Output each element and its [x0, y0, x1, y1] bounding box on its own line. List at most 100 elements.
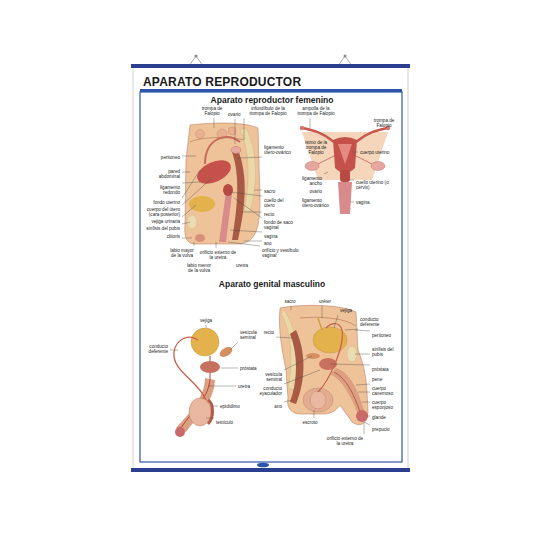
part-label: uretra — [236, 263, 248, 268]
part-label: ovario — [228, 112, 241, 117]
leader-line — [194, 242, 195, 246]
part-label: sacro — [264, 189, 275, 194]
part-label: pared abdominal — [155, 169, 180, 179]
part-label: cuerpo cavernoso — [372, 386, 400, 396]
leader-line — [221, 368, 238, 369]
part-label: próstata — [372, 367, 389, 372]
part-label: conducto deferente — [360, 317, 390, 327]
part-label: vesícula seminal — [257, 372, 282, 382]
part-label: vagina — [356, 200, 370, 205]
leader-line — [355, 354, 370, 355]
part-label: conducto deferente — [138, 344, 168, 354]
leader-line — [284, 400, 292, 402]
part-label: ovario — [309, 189, 322, 194]
part-label: cuerpo esponjoso — [372, 400, 400, 410]
leader-line — [352, 152, 358, 153]
leader-line — [244, 241, 262, 242]
part-label: orificio externo de la uretra — [325, 436, 365, 446]
leader-line — [324, 172, 328, 174]
part-label: ligamento útero-ovárico — [302, 198, 332, 208]
part-label: labio menor de la vulva — [184, 263, 214, 273]
part-label: cuello del útero — [264, 198, 294, 208]
part-label: recto — [264, 212, 274, 217]
leader-line — [234, 198, 262, 218]
part-label: cuerpo uterino — [360, 150, 389, 155]
leader-line — [349, 180, 354, 181]
part-label: uretra — [238, 384, 250, 389]
part-label: peritoneo — [161, 155, 180, 160]
part-label: ligamento redondo — [155, 185, 180, 195]
part-label: cuerpo del útero (cara posterior) — [140, 207, 180, 217]
part-label: próstata — [240, 366, 257, 371]
leader-line — [334, 315, 338, 328]
leader-line — [355, 330, 370, 331]
leader-line — [212, 406, 218, 407]
leader-line — [182, 222, 190, 224]
part-label: orificio y vestíbulo vaginal — [262, 248, 310, 258]
part-label: trompa de Falopio — [199, 106, 225, 116]
part-label: epidídimo — [220, 404, 240, 409]
leader-line — [356, 384, 370, 386]
leader-line — [322, 306, 323, 318]
part-label: vesícula seminal — [240, 330, 265, 340]
leader-line — [182, 238, 192, 239]
part-label: ligamento ancho — [298, 176, 322, 186]
part-label: fondo de saco vaginal — [264, 220, 298, 230]
part-label: sacro — [284, 299, 295, 304]
section-heading: Aparato reproductor femenino — [211, 95, 334, 105]
part-label: vejiga — [340, 308, 352, 313]
leader-line — [182, 178, 212, 205]
part-label: sínfisis del pubis — [146, 226, 180, 231]
part-label: clítoris — [167, 234, 180, 239]
leader-line — [182, 170, 200, 198]
part-label: orificio externo de la uretra — [198, 250, 238, 260]
leader-line — [254, 190, 262, 191]
section-heading: Aparato genital masculino — [219, 279, 325, 289]
part-label: testículo — [216, 420, 233, 425]
leader-line — [276, 337, 292, 339]
leader-line — [364, 423, 365, 434]
leader-line — [214, 118, 215, 128]
leader-line — [284, 370, 320, 384]
part-label: vejiga urinaria — [151, 219, 180, 224]
leader-line — [238, 157, 262, 159]
leader-line — [314, 410, 315, 418]
leader-line — [228, 242, 260, 246]
leader-line — [310, 118, 311, 128]
part-label: ano — [274, 404, 282, 409]
part-label: labio mayor de la vulva — [167, 248, 197, 258]
leader-line — [230, 192, 262, 196]
part-label: vagina — [264, 234, 278, 239]
part-label: cuello uterino (o cérvix) — [356, 180, 390, 190]
poster-title: APARATO REPRODUCTOR — [143, 75, 301, 89]
part-label: uréter — [319, 299, 331, 304]
leader-line — [206, 325, 207, 328]
leader-line — [364, 422, 370, 425]
part-label: recto — [264, 330, 274, 335]
leader-line — [350, 202, 354, 203]
leader-line — [330, 364, 370, 365]
leader-line — [242, 212, 262, 213]
leader-line — [170, 350, 178, 351]
leader-line — [230, 342, 238, 350]
part-label: istmo de la trompa de Falopio — [300, 140, 332, 155]
part-label: ligamento útero-ovárico — [264, 145, 294, 155]
leader-line — [206, 418, 214, 419]
leader-line — [216, 242, 217, 248]
part-label: vejiga — [200, 318, 212, 323]
leader-line — [182, 156, 196, 157]
part-label: trompa de Falopio — [371, 118, 397, 128]
part-label: peritoneo — [372, 333, 391, 338]
leader-line — [244, 118, 245, 140]
part-label: prepucio — [372, 427, 390, 432]
part-label: ampolla de la trompa de Falopio — [296, 106, 336, 116]
part-label: conducto eyaculador — [252, 386, 282, 396]
leader-line — [358, 392, 370, 393]
leader-line — [182, 182, 200, 183]
part-label: escroto — [302, 420, 317, 425]
part-label: pene — [372, 377, 382, 382]
leader-line — [362, 402, 370, 403]
leader-line — [182, 205, 196, 217]
leader-line — [284, 356, 312, 370]
